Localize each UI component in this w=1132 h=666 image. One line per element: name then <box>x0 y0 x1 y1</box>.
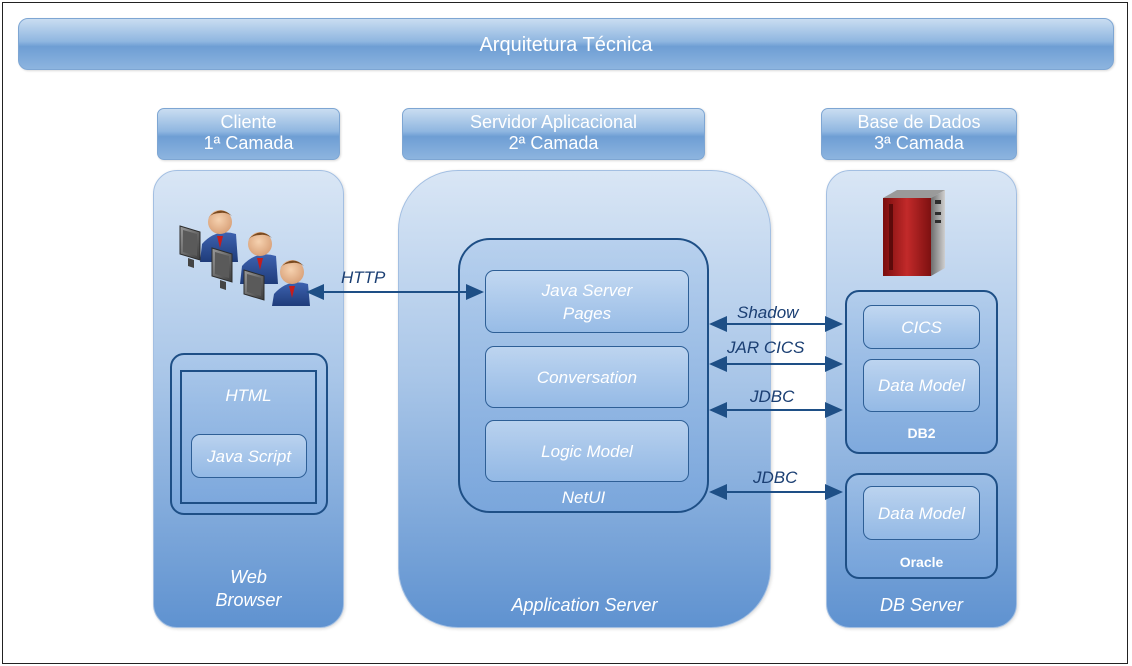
application-server-label: Application Server <box>511 595 658 615</box>
db-server-label: DB Server <box>879 595 964 615</box>
db2-label: DB2 <box>907 425 936 441</box>
web-browser-label-line1: Web <box>230 567 267 587</box>
jsp-box-line1: Java Server <box>541 280 633 300</box>
http-label: HTTP <box>341 268 386 287</box>
diagram-title: Arquitetura Técnica <box>18 18 1114 70</box>
db-tier-level: 3ª Camada <box>874 133 964 153</box>
web-browser-label-line2: Browser <box>215 590 282 610</box>
db2-data-model-box: Data Model <box>863 359 980 412</box>
jsp-box: Java Server Pages <box>485 270 689 333</box>
jdbc-db2-label: JDBC <box>750 387 795 406</box>
oracle-data-model-box: Data Model <box>863 486 980 540</box>
conversation-box: Conversation <box>485 346 689 408</box>
oracle-label: Oracle <box>899 554 944 570</box>
logic-model-box: Logic Model <box>485 420 689 482</box>
client-tier-level: 1ª Camada <box>203 133 294 153</box>
javascript-box: Java Script <box>191 434 307 478</box>
app-tier-header: Servidor Aplicacional 2ª Camada <box>402 108 705 160</box>
client-tier-header: Cliente 1ª Camada <box>157 108 340 160</box>
db-tier-header: Base de Dados 3ª Camada <box>821 108 1017 160</box>
db-tier-name: Base de Dados <box>857 112 981 132</box>
jdbc-oracle-label: JDBC <box>753 468 798 487</box>
client-tier-name: Cliente <box>220 112 277 132</box>
web-browser-label: Web Browser <box>153 566 344 612</box>
app-tier-level: 2ª Camada <box>508 133 599 153</box>
html-container <box>180 370 317 504</box>
netui-label: NetUI <box>561 488 606 507</box>
jsp-box-line2: Pages <box>562 303 612 323</box>
shadow-label: Shadow <box>737 303 799 322</box>
html-label: HTML <box>225 386 272 405</box>
app-tier-name: Servidor Aplicacional <box>469 112 638 132</box>
jar-cics-label: JAR CICS <box>727 338 805 357</box>
cics-box: CICS <box>863 305 980 349</box>
